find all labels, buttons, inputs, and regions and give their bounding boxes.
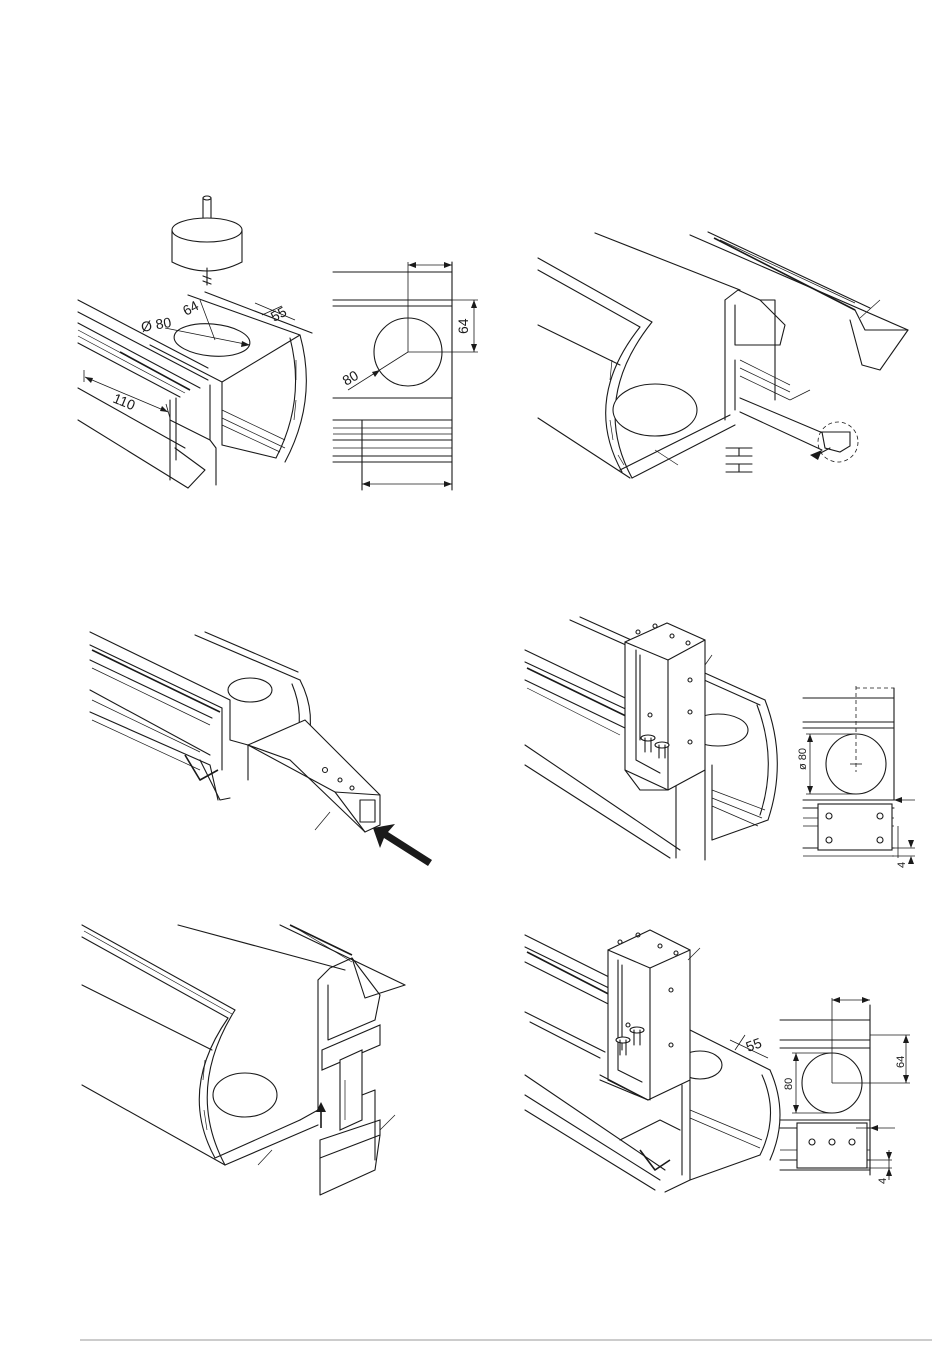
detail6-dim-height: 64 (895, 1056, 907, 1068)
fig6-dim-edge: 55 (744, 1034, 764, 1054)
figure-4-detail-drawing: ø 80 4 (797, 686, 915, 868)
profile-section-icon (726, 448, 752, 472)
figure-6-bracket-position: 55 (525, 930, 780, 1192)
figure-6-detail-drawing: 64 80 4 (780, 997, 910, 1184)
figure-5-inner-fitting (82, 925, 405, 1195)
detail6-dim-gap: 4 (877, 1178, 889, 1184)
figure-4-bracket-mounting (525, 617, 777, 860)
detail6-dim-diameter: 80 (783, 1078, 795, 1090)
detail4-dim-diameter: ø 80 (797, 748, 809, 770)
push-arrow-icon (373, 824, 432, 866)
detail-dim-diameter: 80 (340, 367, 362, 389)
figure-3-tube-insertion (90, 632, 432, 866)
dim-hole-diameter: Ø 80 (140, 314, 173, 335)
dim-cut-length: 110 (111, 390, 138, 413)
dim-hole-position: 64 (180, 297, 201, 319)
dim-edge-distance: 55 (268, 303, 289, 325)
detail4-dim-gap: 4 (896, 862, 908, 868)
figure-2-insert-slide (538, 232, 908, 478)
figure-1-hole-cutting: 110 Ø 80 64 55 (78, 196, 312, 488)
figure-1-detail-drawing: 64 80 (333, 262, 478, 490)
hole-saw-icon (172, 196, 242, 285)
detail-dim-height: 64 (455, 318, 471, 334)
